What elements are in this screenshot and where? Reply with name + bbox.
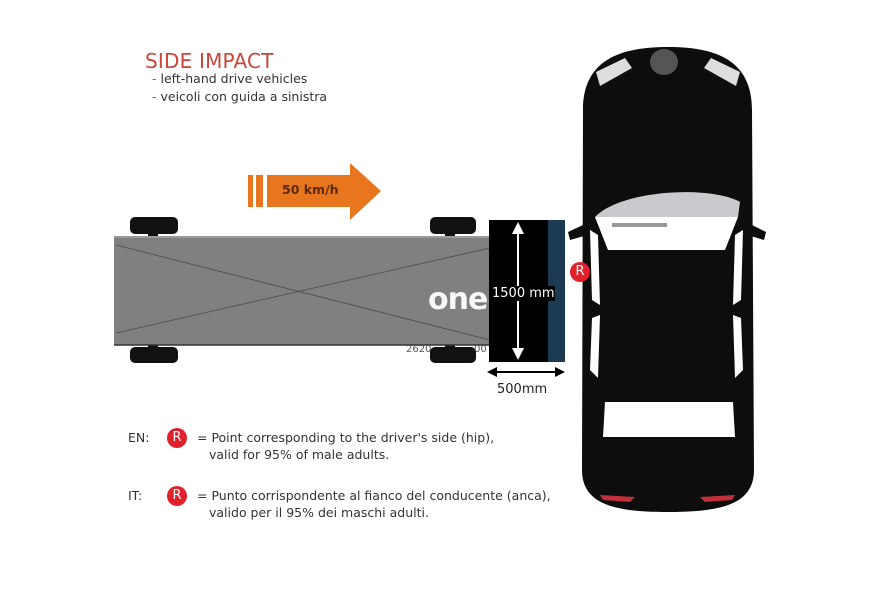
legend-it-line-2: valido per il 95% dei maschi adulti.: [209, 505, 429, 520]
legend-en-line-1: = Point corresponding to the driver's si…: [197, 430, 495, 445]
speed-arrow: [248, 163, 381, 220]
trolley: [114, 217, 491, 363]
barrier-depth-label: 500mm: [497, 382, 548, 397]
subtitle-line-2: - veicoli con guida a sinistra: [152, 89, 328, 104]
speed-label: 50 km/h: [282, 182, 339, 197]
legend-en-lang: EN:: [128, 430, 150, 445]
legend-en-marker: R: [167, 428, 187, 448]
trolley-label-part-1: 2620: [406, 344, 432, 355]
legend-en-line-2: valid for 95% of male adults.: [209, 447, 390, 462]
legend-it-lang: IT:: [128, 488, 143, 503]
subtitle-line-1: - left-hand drive vehicles: [152, 71, 308, 86]
hip-point-marker: R: [570, 262, 590, 282]
barrier-height-label: 1500 mm: [492, 286, 555, 301]
legend-it-line-1: = Punto corrispondente al fianco del con…: [197, 488, 551, 503]
car-top-view: [568, 47, 766, 512]
diagram-title: SIDE IMPACT: [145, 49, 274, 73]
trolley-label-part-2: 00: [474, 344, 487, 355]
legend-it-marker: R: [167, 486, 187, 506]
watermark-logo: one: [428, 282, 488, 317]
